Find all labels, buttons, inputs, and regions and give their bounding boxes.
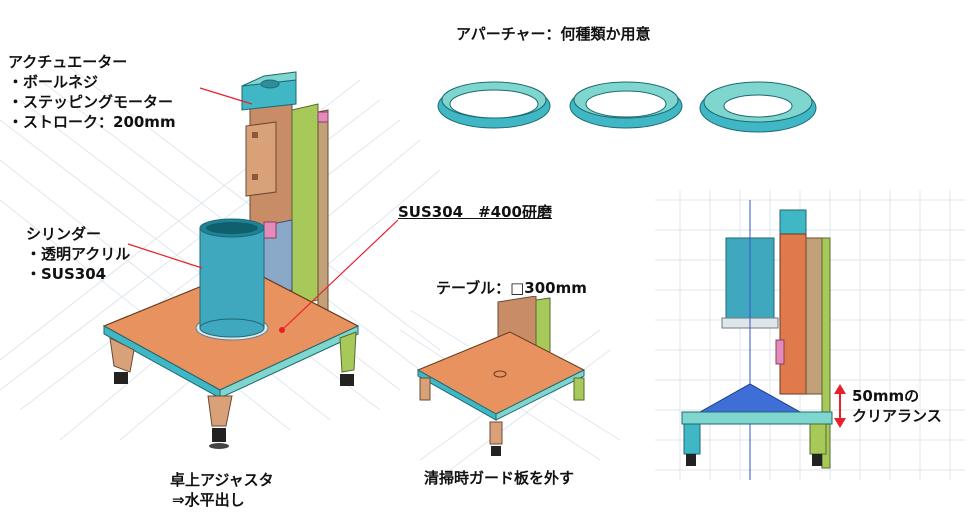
column-right-rail — [317, 109, 329, 313]
leader-cylinder — [127, 243, 203, 269]
table2-foot-front — [491, 446, 501, 456]
aperture-2 — [569, 81, 683, 129]
foot-pad-front — [209, 443, 229, 449]
table2-leg-left — [419, 377, 431, 401]
clearance-label: 50mmの クリアランス — [852, 386, 942, 426]
side-table-plate — [681, 411, 833, 425]
cylinder-item-acrylic: ・透明アクリル — [26, 245, 131, 263]
actuator-title: アクチュエーター — [8, 53, 128, 71]
adjuster-foot-left — [114, 372, 128, 384]
table-label: テーブル：□300mm — [436, 279, 587, 297]
adjuster-label: 卓上アジャスタ ⇒水平出し — [170, 470, 274, 510]
cylinder-body — [199, 227, 265, 329]
polish-label: SUS304 #400研磨 — [398, 203, 552, 221]
column-pink-marker — [317, 111, 329, 123]
table-plate-front-right — [219, 325, 359, 399]
bracket-pink — [263, 221, 277, 239]
side-leg-right — [809, 423, 827, 455]
clearance-line-2: クリアランス — [852, 407, 942, 425]
leg-left — [109, 337, 135, 373]
actuator-item-stroke: ・ストローク：200mm — [8, 113, 176, 131]
table2-leg-front — [489, 421, 503, 445]
leg-front — [207, 395, 233, 427]
aperture-3 — [699, 81, 817, 133]
table2-top — [416, 331, 586, 415]
side-pink-bracket — [775, 339, 785, 365]
cleaning-label: 清掃時ガード板を外す — [424, 469, 575, 487]
adjuster-line-2: ⇒水平出し — [172, 491, 245, 509]
cylinder-opening — [206, 222, 258, 234]
clearance-arrow-head-bottom — [834, 418, 846, 428]
aperture-1 — [437, 81, 551, 129]
cylinder-bottom — [199, 318, 265, 338]
cylinder-title: シリンダー — [26, 225, 102, 243]
cylinder-label: シリンダー ・透明アクリル ・SUS304 — [26, 224, 130, 284]
side-column-body — [779, 233, 807, 395]
table2-leg-right — [573, 377, 585, 401]
side-column-green — [821, 237, 831, 469]
leader-polish — [281, 219, 399, 331]
leader-polish-dot — [279, 327, 285, 333]
table2-front-right — [495, 369, 585, 421]
adjuster-foot-front — [212, 428, 226, 442]
adjuster-line-1: 卓上アジャスタ — [170, 471, 274, 489]
leg-right — [339, 331, 357, 373]
side-leg-left — [683, 423, 701, 455]
motor-shaft — [260, 79, 280, 89]
carriage-screw-1 — [252, 132, 258, 138]
side-column-top — [779, 209, 807, 235]
side-view-figure — [681, 200, 846, 480]
leader-actuator — [199, 87, 253, 105]
side-column-rail — [805, 237, 823, 395]
actuator-label: アクチュエーター ・ボールネジ ・ステッピングモーター ・ストローク：200mm — [8, 52, 176, 132]
actuator-item-ballscrew: ・ボールネジ — [8, 73, 99, 91]
main-isometric-figure — [102, 71, 399, 449]
adjuster-foot-right — [340, 374, 354, 386]
aperture-label: アパーチャー：何種類か用意 — [456, 25, 651, 43]
column-green-rail — [291, 103, 319, 307]
side-foot-right — [812, 454, 822, 466]
clearance-line-1: 50mmの — [852, 387, 920, 405]
actuator-item-motor: ・ステッピングモーター — [8, 93, 174, 111]
apertures-figure — [437, 81, 817, 133]
side-foot-left — [686, 454, 696, 466]
cylinder-item-sus: ・SUS304 — [26, 265, 107, 283]
actuator-carriage — [245, 121, 277, 197]
table2-center-mark — [493, 370, 507, 378]
clearance-arrow-head-top — [834, 384, 846, 394]
cleaning-table-figure — [416, 296, 586, 456]
carriage-screw-2 — [252, 174, 258, 180]
